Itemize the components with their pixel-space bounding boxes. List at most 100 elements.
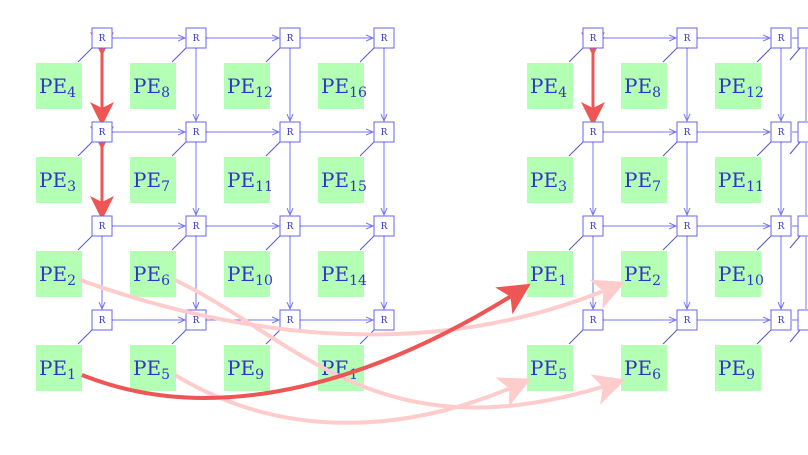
router: R [662, 309, 698, 345]
router-label: R [99, 128, 106, 138]
pe-block: PE5 [130, 345, 176, 391]
router-label: R [590, 316, 597, 326]
router: R [265, 121, 301, 157]
pe-block: PE16 [318, 63, 367, 109]
router [797, 121, 808, 143]
router-label: R [287, 316, 294, 326]
router-pe-stub [359, 235, 375, 251]
router-pe-stub [265, 47, 281, 63]
router: R [756, 309, 792, 345]
router-pe-stub [789, 235, 801, 249]
router-pe-stub [568, 235, 584, 251]
mesh-links [90, 32, 781, 320]
router-pe-stub [77, 329, 93, 345]
pe-label: PE6 [624, 356, 661, 383]
router-label: R [684, 222, 691, 232]
pe-block: PE12 [715, 63, 764, 109]
router: R [265, 215, 301, 251]
router-pe-stub [568, 47, 584, 63]
pe-block: PE9 [715, 345, 761, 391]
router-pe-stub [171, 47, 187, 63]
router-pe-stub [789, 47, 801, 61]
router-label: R [287, 128, 294, 138]
router-label: R [590, 34, 597, 44]
pe-block: PE8 [130, 63, 176, 109]
pe-block: PE2 [36, 251, 82, 297]
router-pe-stub [359, 141, 375, 157]
pe-block: PE2 [621, 251, 667, 297]
router-pe-stub [171, 235, 187, 251]
router: R [756, 121, 792, 157]
pe-label: PE5 [133, 356, 170, 383]
router-label: R [287, 222, 294, 232]
pe-block: PE4 [527, 63, 573, 109]
router: R [662, 121, 698, 157]
router: R [568, 309, 604, 345]
router-pe-stub [662, 329, 678, 345]
router-label: R [193, 222, 200, 232]
router-label: R [684, 128, 691, 138]
pe-block: PE1 [36, 345, 82, 391]
router-pe-stub [171, 329, 187, 345]
router-label: R [778, 128, 785, 138]
router-pe-stub [662, 235, 678, 251]
router: R [171, 215, 207, 251]
router-pe-stub [77, 235, 93, 251]
router-label: R [778, 316, 785, 326]
pe-label: PE2 [624, 262, 661, 289]
pe-block: PE5 [527, 345, 573, 391]
router-pe-stub [568, 329, 584, 345]
router-pe-stub [756, 329, 772, 345]
router-label: R [684, 34, 691, 44]
router-label: R [287, 34, 294, 44]
router: R [265, 27, 301, 63]
pe-label: PE10 [718, 262, 764, 289]
router: R [77, 121, 113, 157]
pe-block: PE3 [36, 157, 82, 203]
router-pe-stub [662, 141, 678, 157]
pe-label: PE1 [530, 262, 567, 289]
router-pe-stub [756, 141, 772, 157]
pe-label: PE12 [227, 74, 273, 101]
pe-label: PE9 [227, 356, 264, 383]
router: R [662, 27, 698, 63]
router-label: R [381, 316, 388, 326]
router-label: R [381, 34, 388, 44]
router-pe-stub [265, 141, 281, 157]
router: R [77, 215, 113, 251]
pe-block: PE4 [36, 63, 82, 109]
router-label: R [99, 222, 106, 232]
router-label: R [381, 222, 388, 232]
migration-arrows [79, 278, 626, 425]
pe-label: PE10 [227, 262, 273, 289]
router: R [359, 309, 395, 345]
router: R [359, 27, 395, 63]
router-pe-stub [171, 141, 187, 157]
router-pe-stub [359, 329, 375, 345]
pe-label: PE1 [39, 356, 76, 383]
pe-block: PE6 [621, 345, 667, 391]
router-label: R [381, 128, 388, 138]
pe-label: PE7 [133, 168, 170, 195]
router-label: R [99, 316, 106, 326]
pe-label: PE14 [321, 262, 367, 289]
pe-label: PE8 [133, 74, 170, 101]
pe-label: PE4 [39, 74, 76, 101]
router: R [77, 27, 113, 63]
router: R [359, 215, 395, 251]
pe-label: PE11 [718, 168, 764, 195]
router: R [171, 27, 207, 63]
router-pe-stub [265, 235, 281, 251]
pe-block: PE9 [224, 345, 270, 391]
router: R [568, 215, 604, 251]
router-label: R [590, 128, 597, 138]
router: R [171, 121, 207, 157]
pe-block: PE7 [130, 157, 176, 203]
pe-label: PE2 [39, 262, 76, 289]
pe-block: PE12 [224, 63, 273, 109]
router-label: R [778, 34, 785, 44]
right-grid-partial-column [789, 27, 808, 343]
router: R [568, 121, 604, 157]
